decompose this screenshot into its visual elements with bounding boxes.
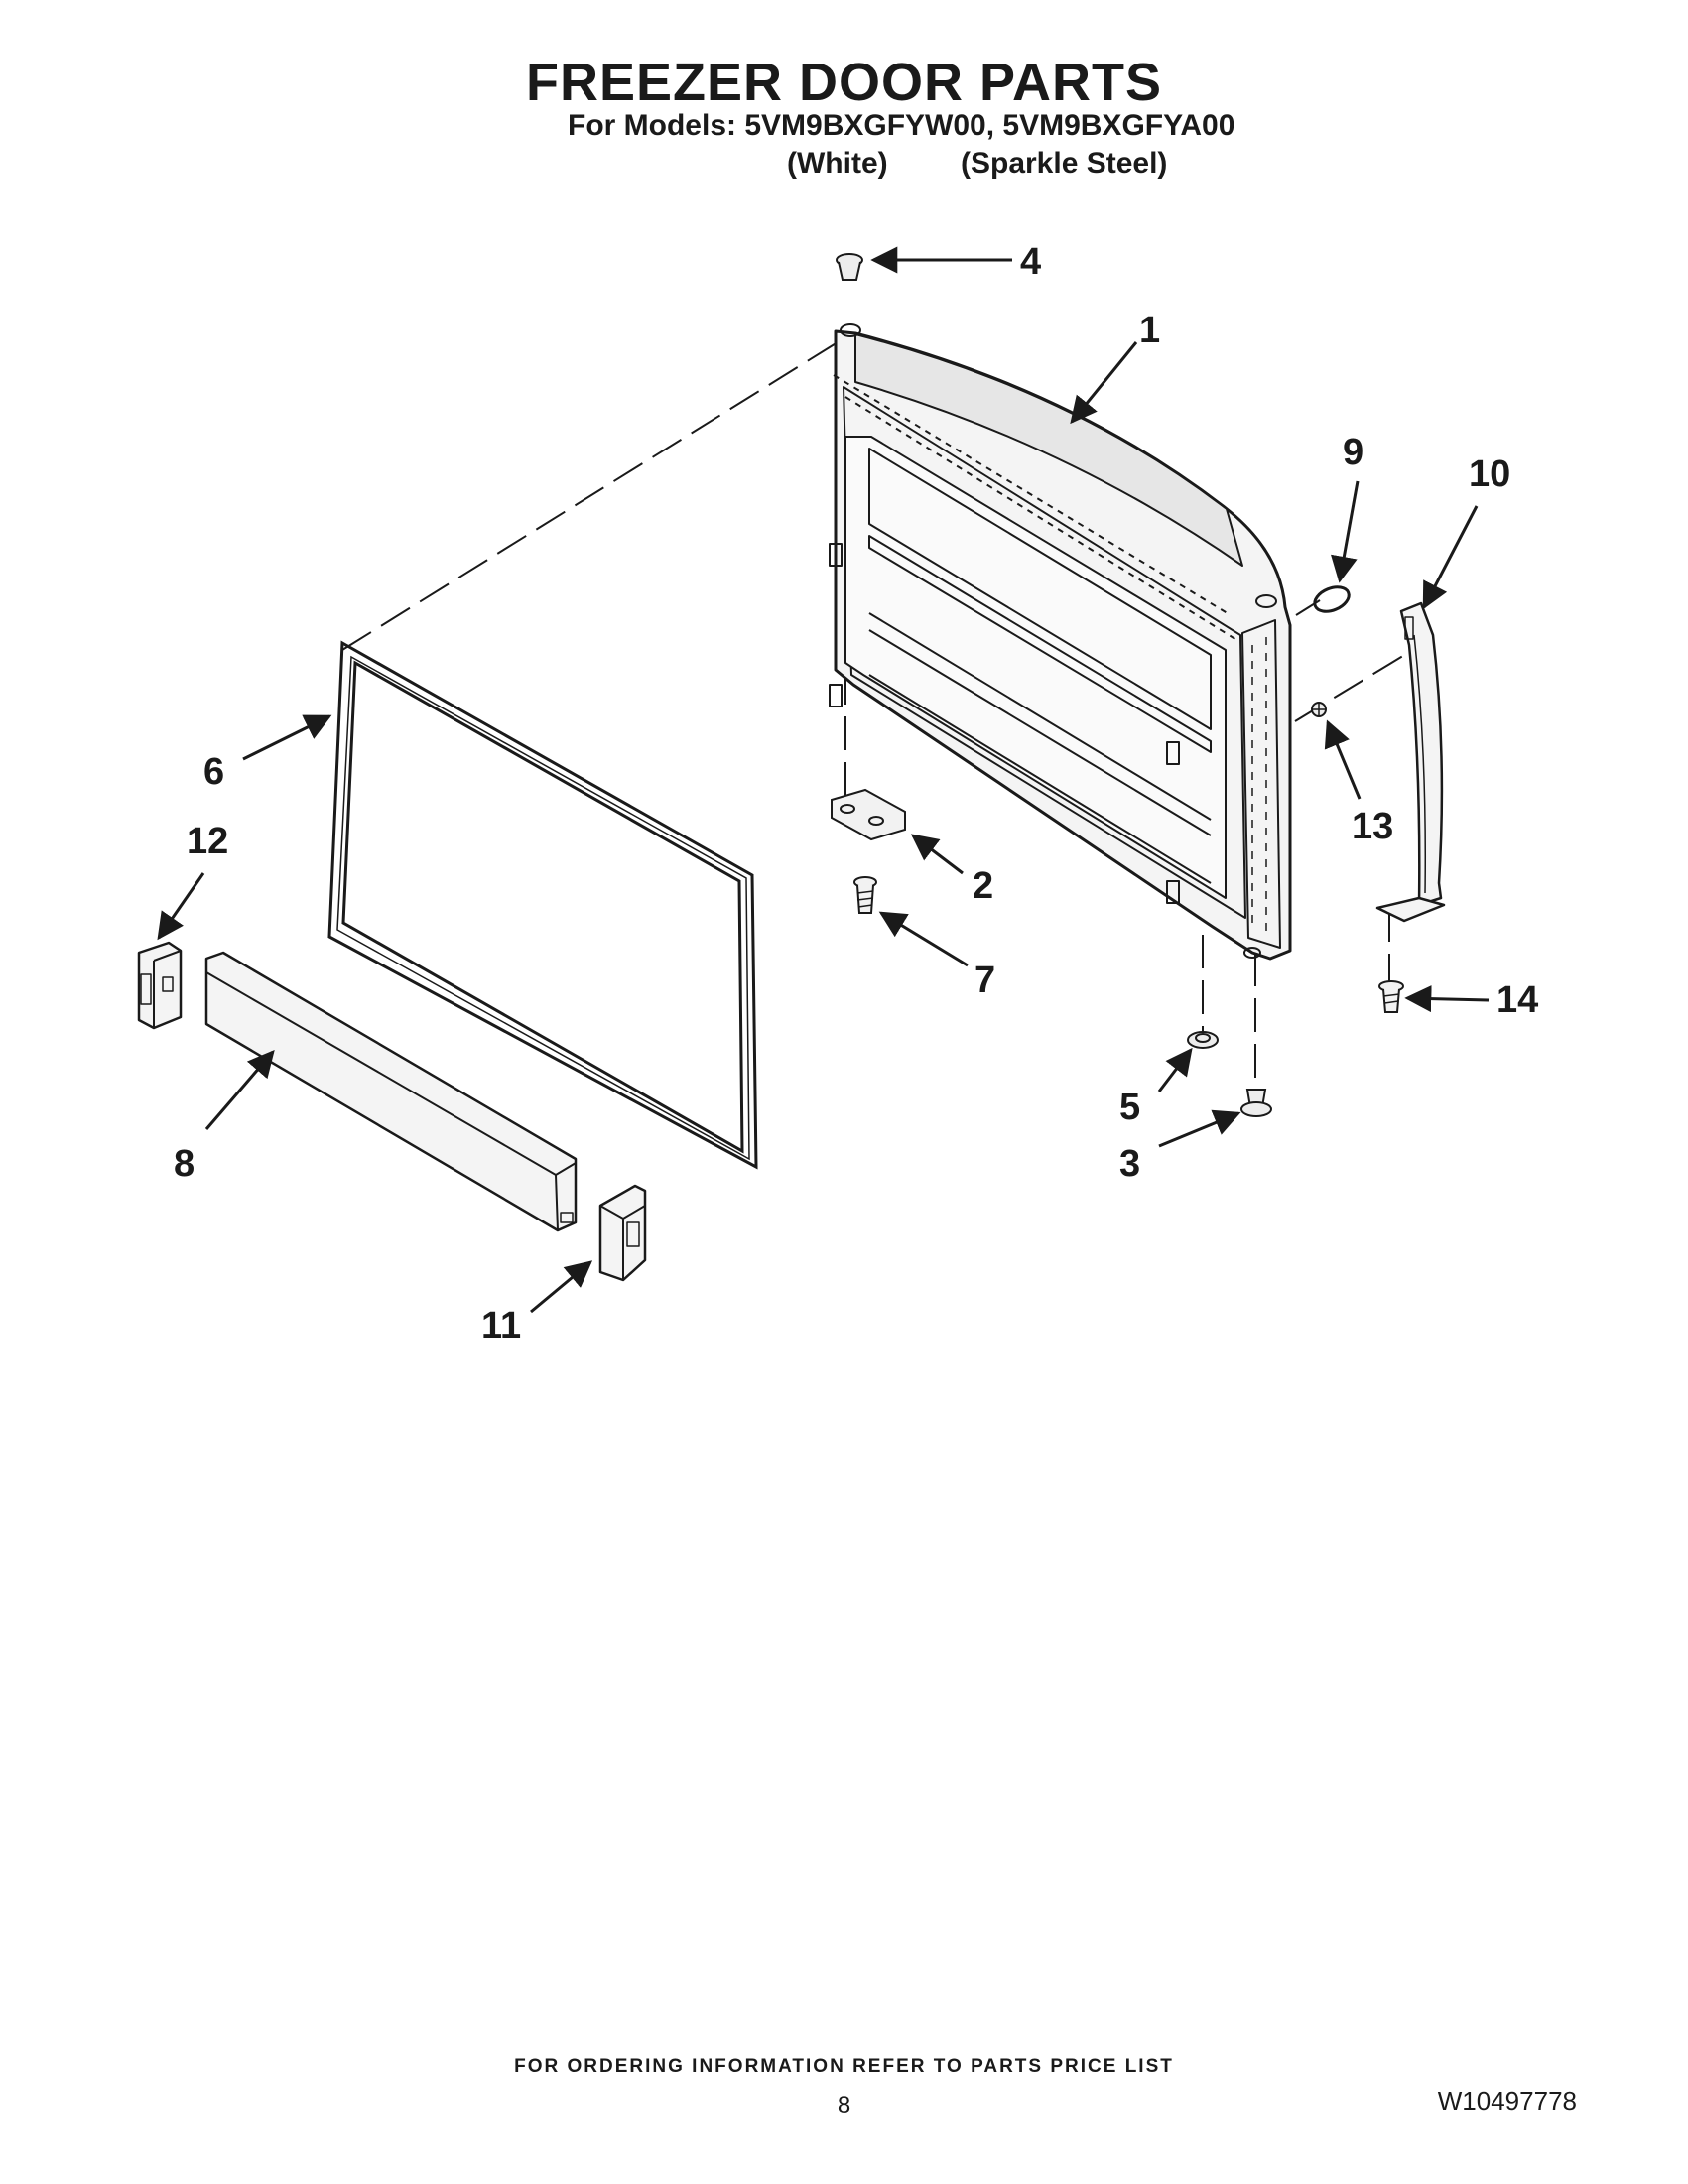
callout-11: 11 bbox=[481, 1305, 521, 1347]
callout-5: 5 bbox=[1119, 1087, 1140, 1128]
handle-screw bbox=[1378, 980, 1404, 1013]
bottom-bushing bbox=[1240, 1089, 1272, 1117]
callout-9: 9 bbox=[1343, 432, 1363, 473]
leader-arrows bbox=[157, 246, 1490, 1314]
page-number: 8 bbox=[837, 2092, 851, 2119]
left-end-cap bbox=[137, 941, 183, 1030]
callout-7: 7 bbox=[974, 960, 995, 1001]
door-trim bbox=[204, 951, 578, 1232]
models-line: For Models: 5VM9BXGFYW00, 5VM9BXGFYA00 bbox=[568, 109, 1235, 142]
ordering-note: FOR ORDERING INFORMATION REFER TO PARTS … bbox=[514, 2056, 1174, 2077]
document-id: W10497778 bbox=[1437, 2086, 1577, 2116]
callout-8: 8 bbox=[174, 1143, 195, 1185]
callout-4: 4 bbox=[1020, 241, 1041, 283]
callout-2: 2 bbox=[973, 865, 993, 907]
callout-3: 3 bbox=[1119, 1143, 1140, 1185]
callout-6: 6 bbox=[203, 751, 224, 793]
callout-12: 12 bbox=[187, 821, 228, 862]
variant-sparkle-steel: (Sparkle Steel) bbox=[961, 147, 1168, 180]
callout-13: 13 bbox=[1352, 806, 1393, 847]
top-bushing bbox=[836, 253, 863, 281]
hinge-washer bbox=[1187, 1031, 1219, 1049]
callout-1: 1 bbox=[1139, 310, 1160, 351]
right-end-cap bbox=[598, 1184, 647, 1282]
variant-white: (White) bbox=[787, 147, 888, 180]
callout-10: 10 bbox=[1469, 453, 1510, 495]
page-title: FREEZER DOOR PARTS bbox=[525, 53, 1163, 112]
hinge-bracket bbox=[831, 788, 906, 841]
o-ring bbox=[1313, 585, 1351, 613]
freezer-door bbox=[829, 323, 1292, 961]
door-handle bbox=[1375, 601, 1446, 923]
door-gasket bbox=[327, 640, 758, 1170]
hinge-screw bbox=[853, 876, 877, 914]
callout-14: 14 bbox=[1496, 979, 1538, 1021]
small-screw bbox=[1311, 702, 1327, 717]
